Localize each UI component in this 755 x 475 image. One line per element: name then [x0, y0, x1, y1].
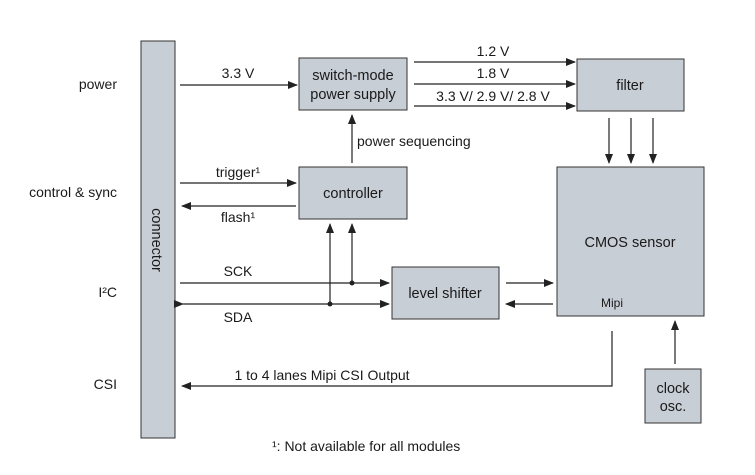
trigger-label: trigger¹ [216, 164, 261, 180]
i2c-to-controller-taps [326, 223, 356, 307]
rail-multi-arrow: 3.3 V/ 2.9 V/ 2.8 V [414, 88, 576, 110]
csi-output-arrow: 1 to 4 lanes Mipi CSI Output [181, 331, 613, 390]
v18-label: 1.8 V [477, 65, 510, 81]
control-sync-label: control & sync [29, 184, 117, 200]
flash-label: flash¹ [221, 209, 256, 225]
psu-label-line2: power supply [310, 87, 396, 103]
power-3v3-arrow: 3.3 V [180, 65, 298, 89]
mipi-label: Mipi [601, 296, 623, 310]
rail-1v2-arrow: 1.2 V [414, 43, 576, 66]
csi-output-label: 1 to 4 lanes Mipi CSI Output [234, 367, 409, 383]
sck-label: SCK [224, 263, 253, 279]
connector-label: connector [148, 208, 164, 272]
psu-label-line1: switch-mode [312, 68, 393, 84]
i2c-label: I²C [98, 284, 117, 300]
cmos-sensor-block: CMOS sensor Mipi [556, 166, 705, 317]
filter-block: filter [576, 58, 685, 112]
controller-block: controller [298, 166, 408, 220]
power-supply-block: switch-mode power supply [298, 57, 408, 111]
v12-label: 1.2 V [477, 43, 510, 59]
level-shifter-label: level shifter [408, 286, 482, 302]
sda-line: SDA [174, 300, 390, 325]
filter-label: filter [616, 78, 644, 94]
flash-arrow: flash¹ [181, 202, 296, 225]
clock-label-line2: osc. [660, 399, 687, 415]
v33-label: 3.3 V [222, 65, 255, 81]
power-sequencing-label: power sequencing [357, 133, 471, 149]
shifter-sensor-links [505, 279, 554, 308]
rail-1v8-arrow: 1.8 V [414, 65, 576, 88]
csi-label: CSI [94, 376, 117, 392]
v-multi-label: 3.3 V/ 2.9 V/ 2.8 V [436, 88, 550, 104]
sck-line: SCK [180, 263, 390, 287]
power-sequencing-arrow: power sequencing [348, 114, 471, 163]
footnote: ¹: Not available for all modules [272, 438, 460, 454]
clock-osc-block: clock osc. [644, 368, 702, 424]
cmos-sensor-label: CMOS sensor [584, 235, 675, 251]
connector-block: connector [140, 40, 176, 439]
filter-to-sensor-arrows [605, 118, 657, 164]
power-label: power [79, 76, 117, 92]
controller-label: controller [323, 186, 383, 202]
trigger-arrow: trigger¹ [180, 164, 297, 187]
level-shifter-block: level shifter [391, 266, 500, 320]
clock-label-line1: clock [656, 381, 690, 397]
sda-label: SDA [224, 309, 253, 325]
